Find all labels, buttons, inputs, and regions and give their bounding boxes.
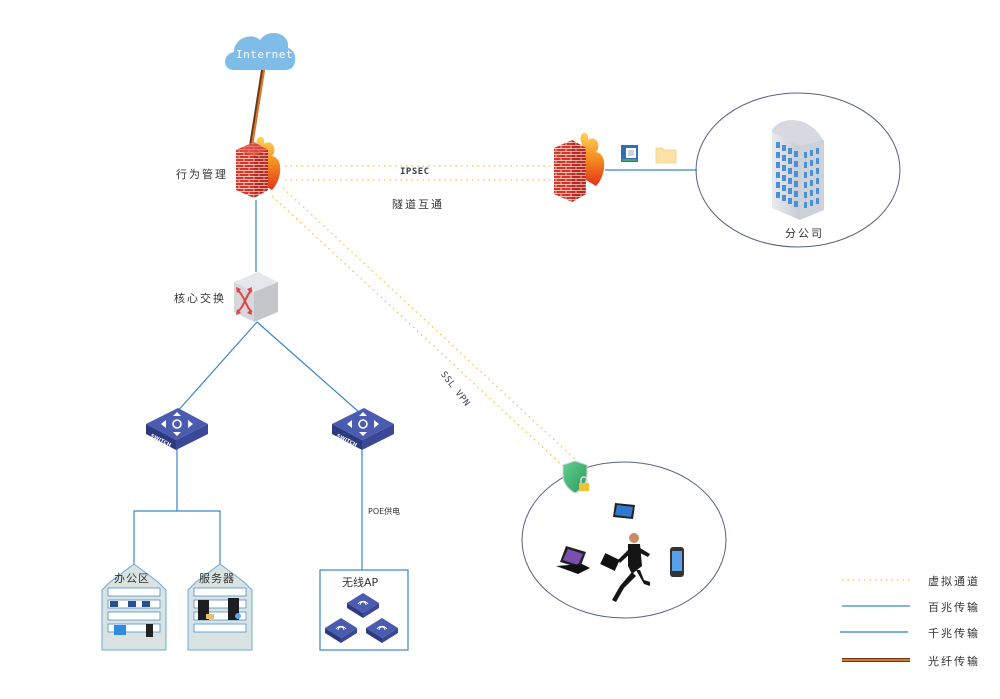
wireless-ap-icon [347,593,379,618]
ethernet-links [133,169,697,574]
hq-firewall-icon [236,136,281,198]
wireless-ap-label: 无线AP [342,576,379,589]
business-person-icon [600,533,650,602]
ssl-vpn-link [271,187,579,469]
internet-label: Internet [236,48,293,61]
smartphone-icon [670,547,684,577]
folder-icon [655,147,677,164]
legend-fiber-label: 光纤传输 [928,655,980,668]
access-switch-right-icon [332,408,394,450]
hq-firewall-label: 行为管理 [176,168,228,181]
ipsec-tunnel-link [285,165,555,181]
office-building-icon [772,120,824,220]
branch-office-label: 分公司 [785,227,824,240]
mobile-users-boundary [521,461,727,619]
legend-virtual-label: 虚拟通道 [928,575,980,588]
laptop-icon [556,546,590,574]
branch-office-boundary [695,92,901,248]
tablet-icon [613,503,635,519]
legend-100m-label: 百兆传输 [928,601,980,614]
internet-cloud [225,33,296,70]
legend [840,579,910,662]
server-area-building [187,563,253,651]
fiber-link [248,69,265,153]
office-area-building [101,563,167,651]
application-window-icon [621,145,638,162]
legend-1000m-label: 千兆传输 [928,627,980,640]
ipsec-label: IPSEC [400,167,430,177]
core-switch-icon [234,272,278,322]
wireless-ap-icon [325,618,357,643]
poe-label: POE供电 [368,507,401,516]
branch-firewall-icon [554,132,605,202]
access-switch-left-icon [146,408,208,450]
server-area-label: 服务器 [199,572,235,585]
security-shield-icon [562,460,589,494]
tunnel-label: 隧道互通 [392,198,444,211]
office-area-label: 办公区 [114,572,150,585]
core-switch-label: 核心交换 [174,292,226,305]
wireless-ap-icon [366,618,398,643]
